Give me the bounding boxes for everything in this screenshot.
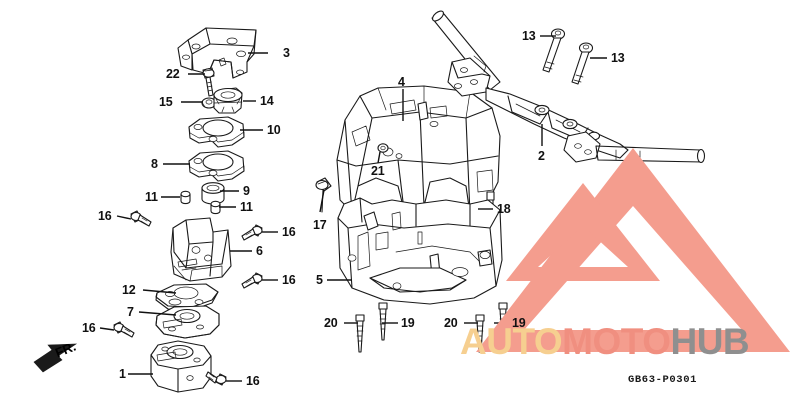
leader-line-12 — [142, 289, 177, 294]
callout-number-15: 15 — [159, 95, 173, 109]
callout-number-2: 2 — [538, 149, 545, 163]
part-16-screw-b — [241, 224, 263, 241]
callout-number-21: 21 — [371, 164, 385, 178]
part-11-bushing-right — [210, 200, 221, 215]
callout-number-13: 13 — [611, 51, 625, 65]
part-10-upper-plate — [188, 116, 245, 148]
callout-number-16: 16 — [82, 321, 96, 335]
callout-number-14: 14 — [260, 94, 274, 108]
leader-line-7 — [138, 311, 177, 316]
part-13-bolt-b — [571, 42, 594, 85]
callout-number-16: 16 — [246, 374, 260, 388]
callout-number-6: 6 — [256, 244, 263, 258]
callout-number-5: 5 — [316, 273, 323, 287]
callout-number-16: 16 — [282, 273, 296, 287]
part-16-screw-a — [130, 210, 152, 227]
part-4-upper-handle-cover — [336, 85, 501, 215]
callout-number-8: 8 — [151, 157, 158, 171]
part-1-lower-housing — [150, 340, 212, 393]
leader-line-16 — [99, 327, 115, 331]
callout-number-19: 19 — [512, 316, 526, 330]
callout-number-20: 20 — [444, 316, 458, 330]
part-16-screw-e — [205, 371, 227, 386]
callout-number-16: 16 — [282, 225, 296, 239]
callout-number-20: 20 — [324, 316, 338, 330]
part-3-upper-bracket — [177, 27, 257, 79]
front-direction-arrow — [33, 343, 78, 373]
callout-number-11: 11 — [240, 200, 253, 214]
callout-number-3: 3 — [283, 46, 290, 60]
part-16-screw-c — [241, 272, 263, 289]
callout-number-11: 11 — [145, 190, 158, 204]
part-16-screw-d — [113, 321, 135, 338]
callout-number-4: 4 — [398, 75, 405, 89]
callout-number-12: 12 — [122, 283, 136, 297]
callout-number-13: 13 — [522, 29, 536, 43]
part-5-lower-handle-cover — [337, 197, 503, 305]
callout-number-16: 16 — [98, 209, 112, 223]
callout-number-22: 22 — [166, 67, 180, 81]
callout-number-9: 9 — [243, 184, 250, 198]
callout-number-19: 19 — [401, 316, 415, 330]
part-21-bolt — [377, 143, 389, 153]
callout-number-18: 18 — [497, 202, 511, 216]
leader-line-21 — [377, 151, 381, 164]
part-11-bushing-left — [180, 190, 191, 205]
part-22-flange-bolt — [202, 67, 215, 97]
part-20-screw-b — [475, 314, 485, 353]
diagram-part-number: GB63-P0301 — [628, 374, 698, 386]
part-12-gasket-plate — [155, 283, 219, 311]
callout-number-1: 1 — [119, 367, 126, 381]
part-20-screw-a — [355, 314, 365, 353]
leader-line-17 — [319, 189, 325, 213]
part-7-lower-holder — [155, 305, 220, 339]
part-9-collar — [201, 182, 225, 205]
part-14-mount-rubber — [213, 87, 243, 114]
callout-number-10: 10 — [267, 123, 281, 137]
part-19-screw-b — [498, 302, 508, 341]
callout-number-17: 17 — [313, 218, 327, 232]
part-19-screw-a — [378, 302, 388, 341]
part-6-upper-housing — [170, 217, 232, 282]
leader-line-16 — [116, 215, 132, 220]
callout-number-7: 7 — [127, 305, 134, 319]
part-8-lower-plate — [188, 150, 245, 182]
